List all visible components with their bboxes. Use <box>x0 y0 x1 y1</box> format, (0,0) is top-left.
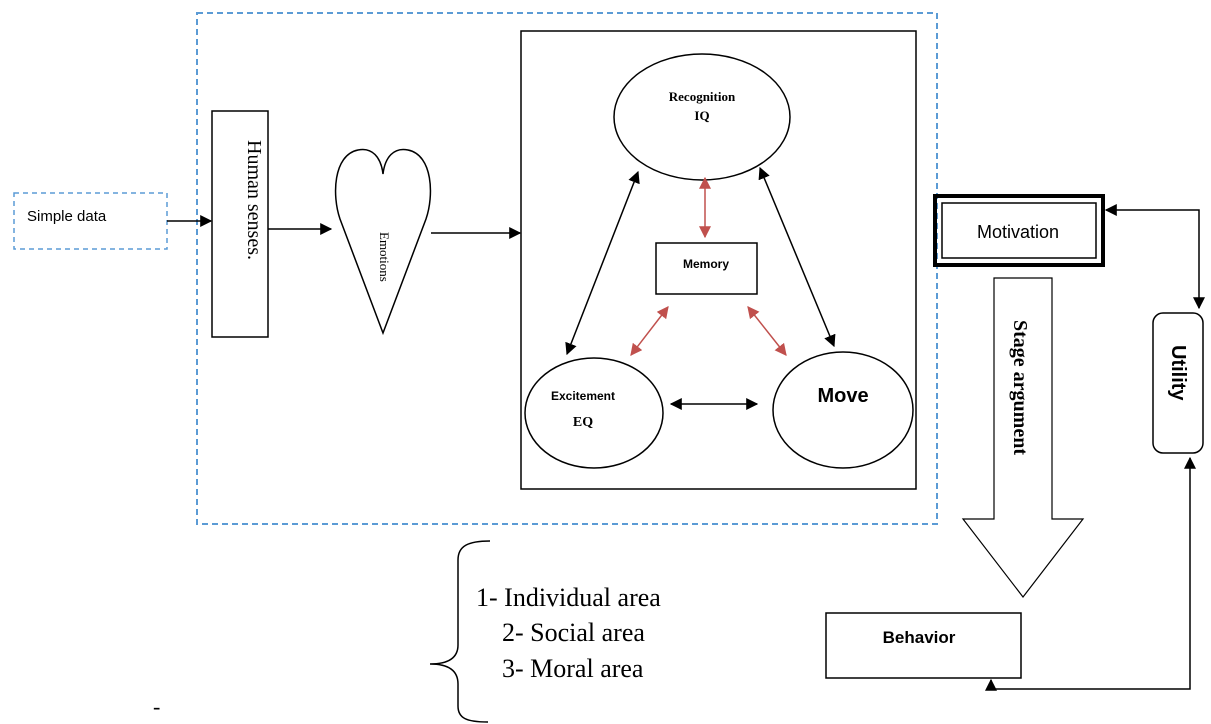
excitement-eq-ellipse <box>524 357 664 469</box>
memory-label: Memory <box>683 257 729 271</box>
motivation-box-outer <box>933 194 1105 267</box>
connector-behavior-utility <box>985 456 1196 691</box>
human-senses-label: Human senses. <box>243 140 265 260</box>
areas-curly-brace <box>429 540 491 723</box>
motivation-box-inner <box>941 202 1097 259</box>
human-senses-box <box>211 110 269 338</box>
core-process-box <box>520 30 917 490</box>
arrow-recognition-excitement <box>565 170 640 356</box>
utility-box <box>1152 312 1204 454</box>
utility-label: Utility <box>1167 345 1189 401</box>
memory-box <box>655 242 758 295</box>
emotions-label: Emotions <box>377 232 392 282</box>
connector-motivation-utility <box>1104 204 1205 310</box>
stage-argument-label: Stage argument <box>1009 320 1031 455</box>
processing-region-border <box>196 12 938 525</box>
excitement-label: Excitement <box>551 389 615 403</box>
simple-data-label: Simple data <box>27 208 107 225</box>
emotions-heart-shape <box>334 148 432 336</box>
recognition-label: Recognition <box>669 89 736 104</box>
eq-label: EQ <box>573 415 593 430</box>
area-item-social: 2- Social area <box>502 618 645 647</box>
move-label: Move <box>817 385 868 407</box>
arrow-memory-excitement <box>630 306 669 356</box>
area-item-individual: 1- Individual area <box>476 583 661 612</box>
iq-label: IQ <box>694 108 709 123</box>
area-item-moral: 3- Moral area <box>502 654 644 683</box>
move-ellipse <box>772 351 914 469</box>
stray-dash-mark: - <box>153 694 160 719</box>
motivation-label: Motivation <box>977 222 1059 242</box>
behavior-label: Behavior <box>883 628 956 647</box>
arrow-memory-move <box>747 306 787 356</box>
arrow-recognition-move <box>758 166 836 348</box>
